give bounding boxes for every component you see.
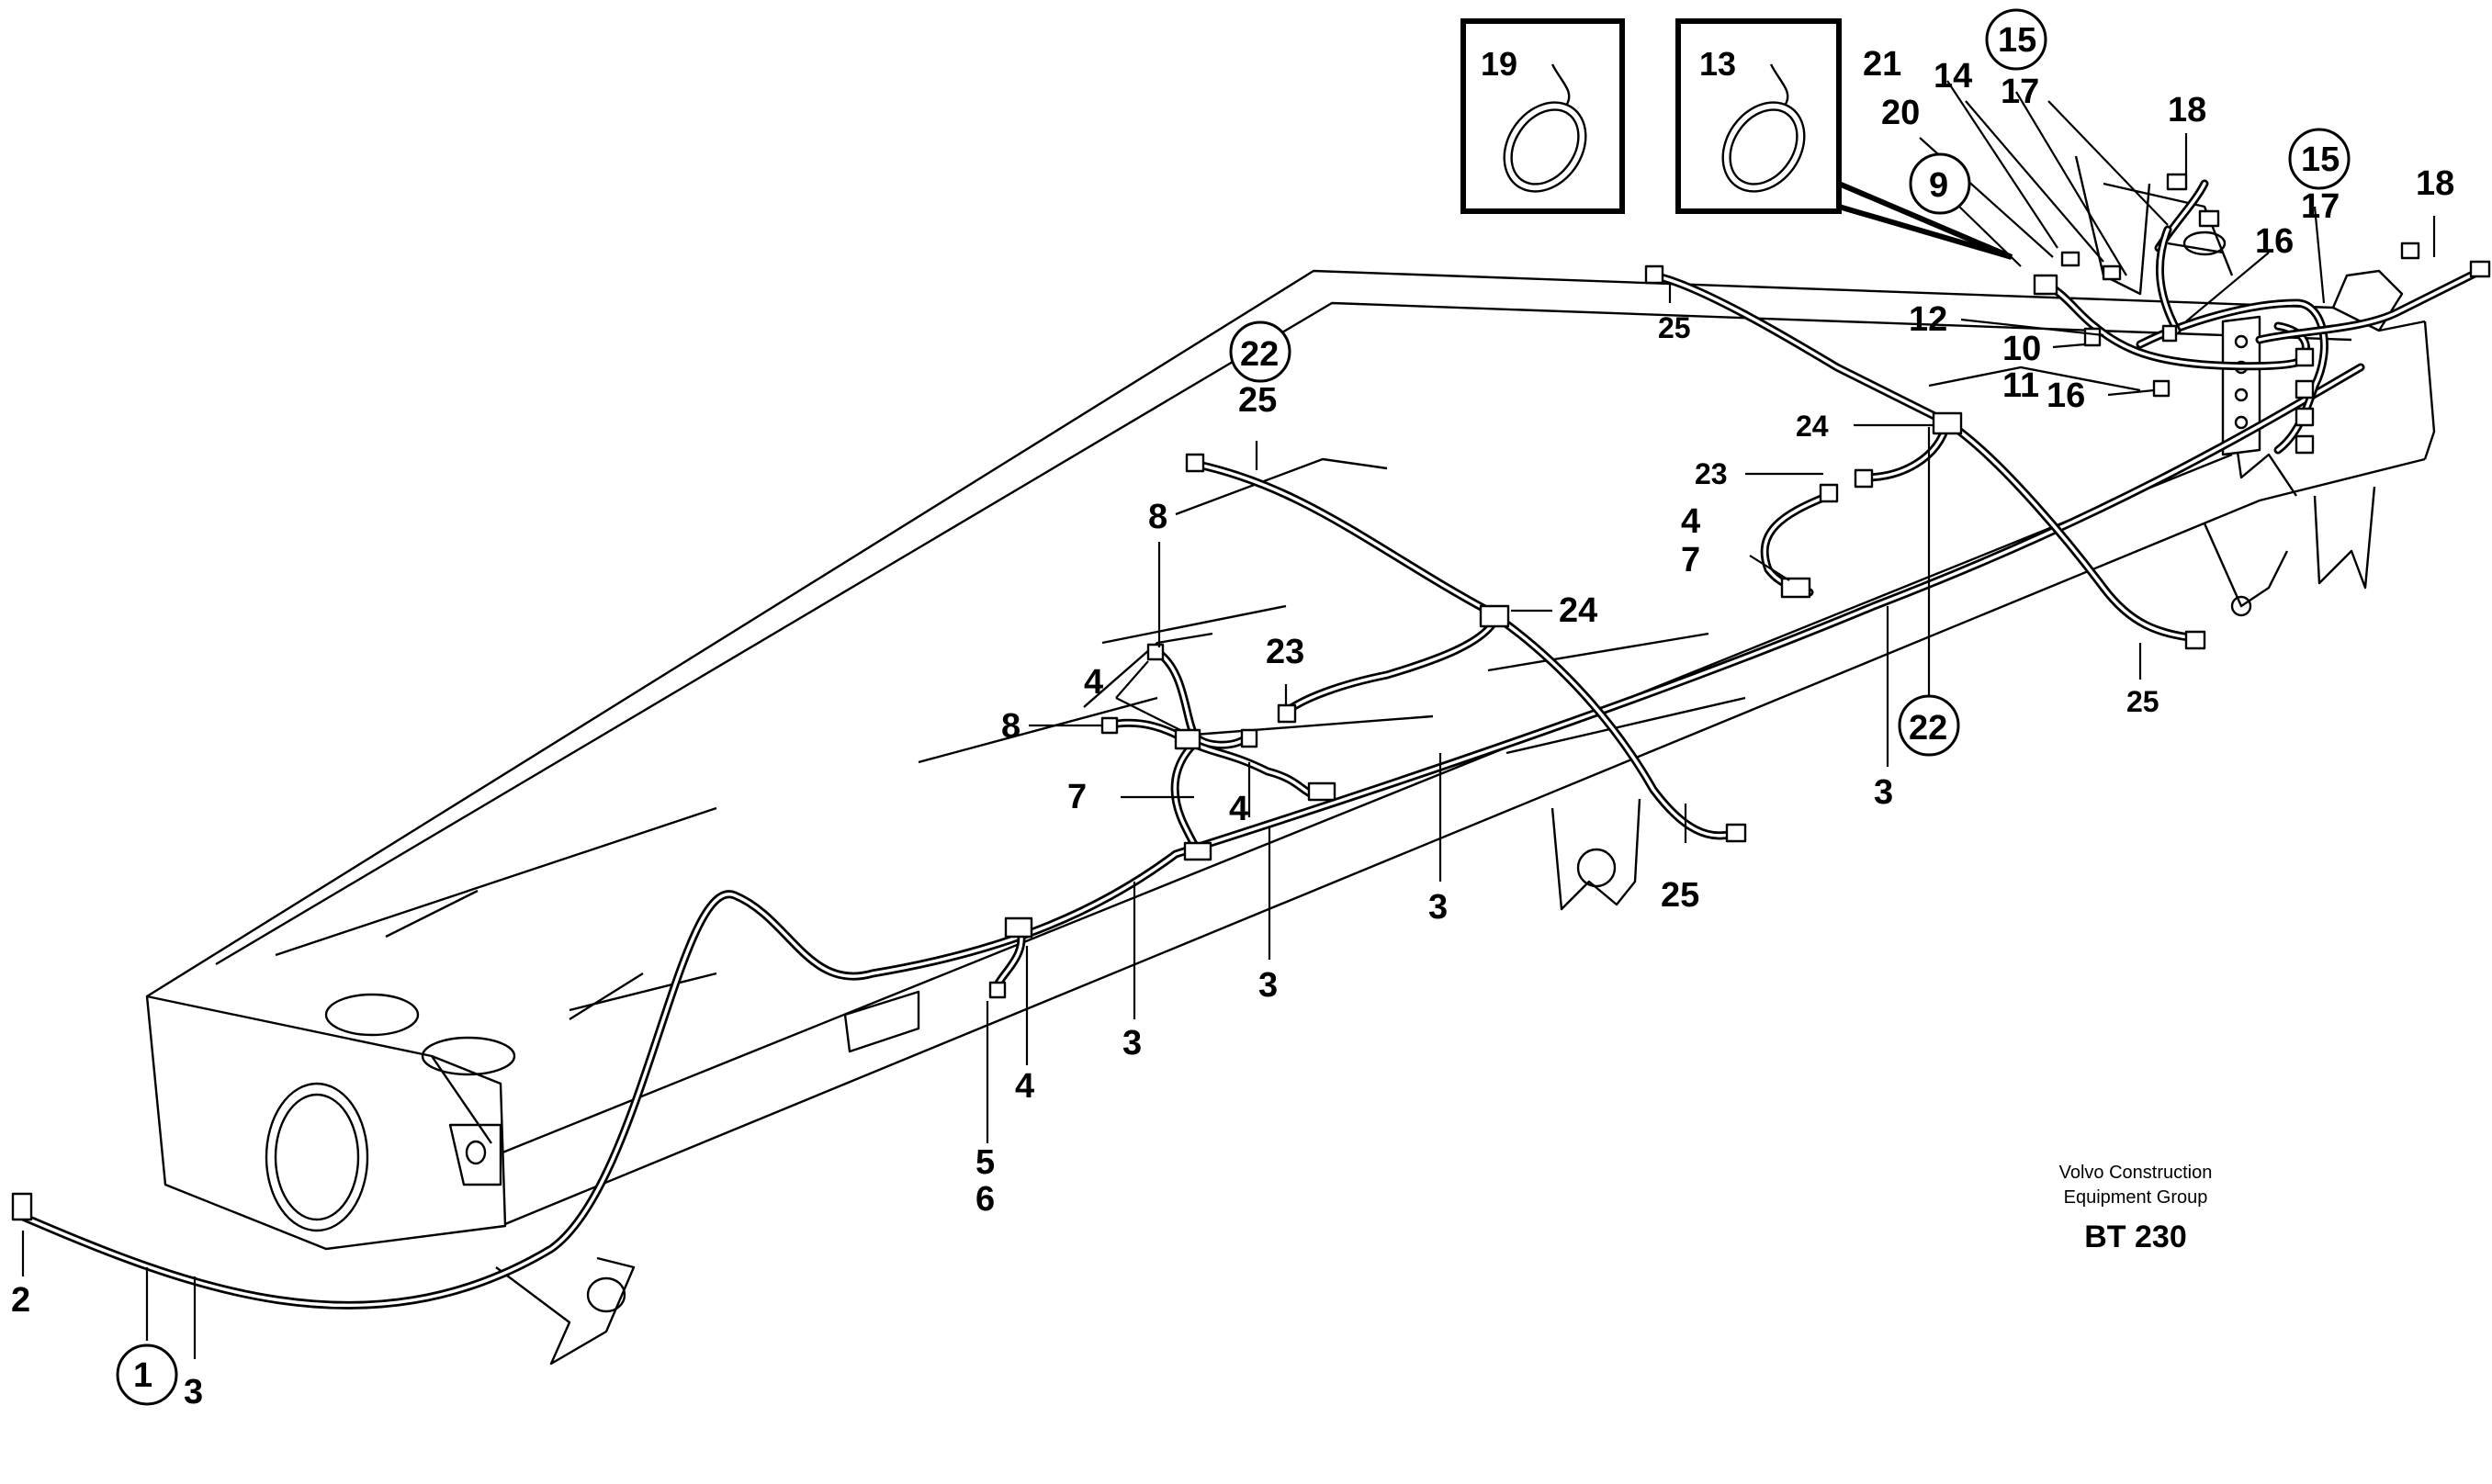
callout-24-left: 24: [1559, 591, 1597, 630]
caption: Volvo Construction Equipment Group BT 23…: [2059, 1163, 2213, 1254]
callout-3-right: 3: [1874, 773, 1893, 812]
callout-18-left: 18: [2168, 91, 2206, 129]
callout-4-upper: 4: [1084, 663, 1103, 702]
callout-4-right: 4: [1681, 502, 1700, 541]
callout-25-upper: 25: [1238, 381, 1277, 420]
callout-5: 5: [975, 1143, 995, 1182]
company-line-1: Volvo Construction: [2059, 1163, 2213, 1183]
callout-11: 11: [2002, 366, 2039, 405]
callout-4-center: 4: [1229, 790, 1248, 828]
callout-6: 6: [975, 1180, 995, 1219]
callout-12: 12: [1909, 300, 1947, 339]
callout-22-right: 22: [1909, 709, 1947, 748]
company-line-2: Equipment Group: [2064, 1187, 2208, 1208]
callout-24-right: 24: [1796, 410, 1829, 443]
callout-22-upper: 22: [1240, 335, 1279, 374]
callout-17-left: 17: [2001, 73, 2039, 111]
callout-10: 10: [2002, 330, 2041, 368]
callout-9: 9: [1929, 166, 1948, 205]
callout-17-right: 17: [2301, 187, 2340, 226]
callout-2: 2: [11, 1281, 30, 1320]
callout-3-a: 3: [1122, 1024, 1142, 1062]
drawing-code: BT 230: [2084, 1220, 2187, 1254]
callout-3-front: 3: [184, 1373, 203, 1411]
inset-13-box: 13: [1675, 18, 1842, 214]
callout-3-b: 3: [1258, 966, 1278, 1005]
circled-callouts: [116, 8, 2351, 1406]
callout-3-c: 3: [1428, 888, 1448, 927]
callout-1: 1: [133, 1356, 152, 1395]
callout-15-right: 15: [2301, 141, 2340, 179]
boom-frame: [145, 155, 2436, 1366]
callout-25-right-upper: 25: [1658, 311, 1691, 344]
inset-19-label: 19: [1481, 45, 1517, 83]
callout-labels: 1 2 3 5 6 4 3 3 3 8 8 4 7 4 23 24 22 25 …: [11, 21, 2454, 1411]
callout-14: 14: [1934, 57, 1972, 96]
callout-25-center: 25: [1661, 876, 1699, 915]
inset-19-box: 19: [1460, 18, 1625, 214]
callout-8-left: 8: [1001, 707, 1020, 746]
leader-lines: [21, 80, 2436, 1359]
callout-16-upper: 16: [2255, 222, 2294, 261]
callout-7-center: 7: [1067, 778, 1087, 816]
callout-16-lower: 16: [2047, 377, 2085, 415]
callout-21: 21: [1863, 45, 1901, 84]
callout-23-left: 23: [1266, 633, 1304, 671]
callout-20: 20: [1881, 94, 1920, 132]
callout-4-lower: 4: [1015, 1067, 1034, 1106]
inset-13-label: 13: [1699, 45, 1736, 83]
callout-7-right: 7: [1681, 541, 1700, 579]
callout-23-right: 23: [1695, 457, 1728, 490]
callout-8-upper: 8: [1148, 498, 1167, 536]
callout-25-right-lower: 25: [2126, 685, 2159, 718]
callout-18-right: 18: [2416, 164, 2454, 203]
callout-15-left: 15: [1998, 21, 2036, 60]
